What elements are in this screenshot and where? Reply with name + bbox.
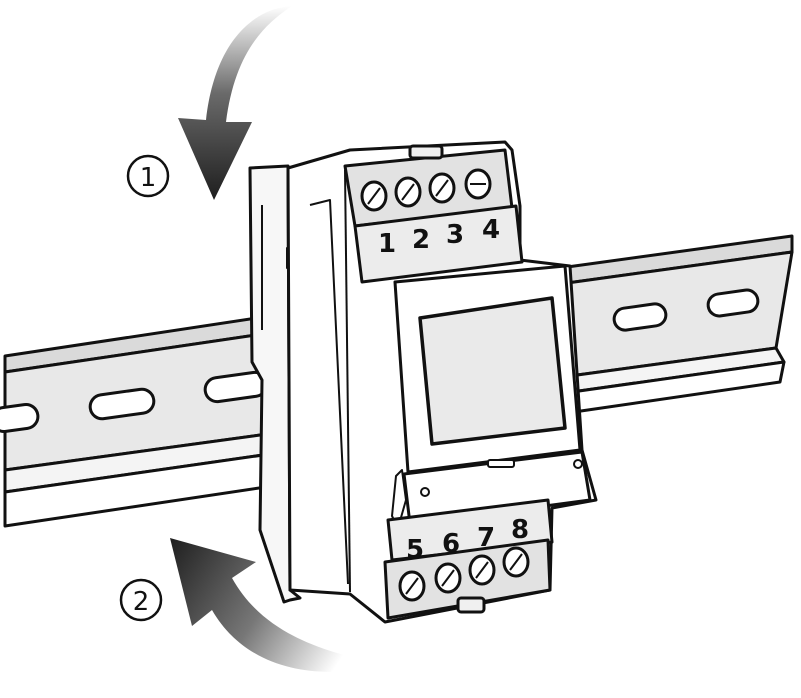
panel-screw-right <box>574 460 582 468</box>
terminal-screw-icon <box>396 178 420 206</box>
terminal-number: 6 <box>442 529 460 559</box>
terminal-screw-icon <box>504 548 528 576</box>
terminal-screw-icon <box>362 182 386 210</box>
display-window <box>420 298 565 444</box>
terminal-number: 7 <box>477 523 495 553</box>
step-2-marker: 2 <box>121 580 161 620</box>
step-1-marker: 1 <box>128 156 168 196</box>
terminal-number: 1 <box>378 229 396 259</box>
panel-screw-left <box>421 488 429 496</box>
terminal-number: 2 <box>412 225 430 255</box>
step-1-label: 1 <box>140 163 157 193</box>
terminal-screw-icon <box>470 556 494 584</box>
lower-panel-tab <box>488 460 514 467</box>
terminal-number: 4 <box>482 215 500 245</box>
terminal-screw-icon <box>430 174 454 202</box>
terminal-number: 3 <box>446 220 464 250</box>
step-2-label: 2 <box>133 587 150 617</box>
top-latch <box>410 146 442 158</box>
terminal-number: 8 <box>511 515 529 545</box>
bottom-latch <box>458 598 484 612</box>
terminal-screw-icon <box>466 170 490 198</box>
terminal-screw-icon <box>436 564 460 592</box>
terminal-number: 5 <box>406 535 424 565</box>
terminal-screw-icon <box>400 572 424 600</box>
